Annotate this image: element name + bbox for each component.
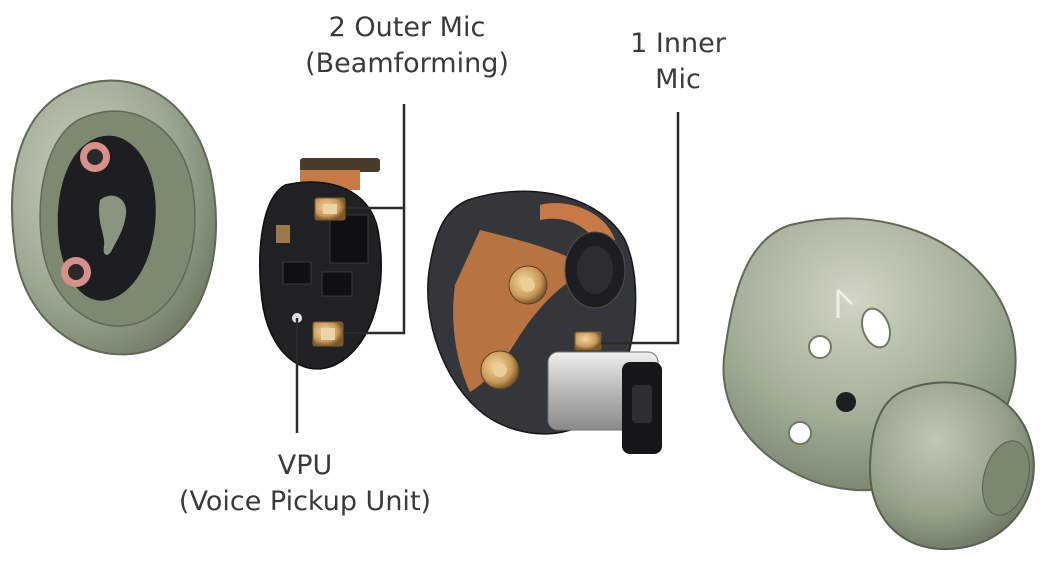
- gold-contact-lower: [480, 350, 520, 390]
- inner-mic-label-line1: 1 Inner: [630, 28, 726, 59]
- outer-mic-label-line2: (Beamforming): [305, 48, 509, 79]
- earbud-mic-hole-bottom: [788, 421, 812, 445]
- shell-mic-port-bottom: [61, 257, 91, 287]
- inner-mic-chip: [574, 331, 602, 351]
- assembled-earbud: [722, 217, 1035, 551]
- outer-mic-bottom-leader-line: [344, 104, 406, 335]
- vpu-label-line2: (Voice Pickup Unit): [178, 486, 432, 517]
- ear-tip: [868, 381, 1035, 551]
- earbud-sensor-dot: [836, 392, 856, 412]
- vpu-label: VPU (Voice Pickup Unit): [150, 448, 460, 520]
- earbud-mic-hole-top: [860, 307, 892, 349]
- inner-mic-label: 1 Inner Mic: [598, 26, 758, 98]
- gold-contact-upper: [508, 265, 548, 305]
- inner-mic-leader-line: [601, 112, 680, 345]
- driver-unit: [564, 231, 626, 309]
- earbud-mic-hole-mid: [808, 335, 832, 359]
- vpu-label-line1: VPU: [277, 450, 333, 481]
- shell-mic-port-top: [80, 142, 110, 172]
- battery-cell: [547, 351, 662, 454]
- circuit-board: [259, 158, 382, 370]
- outer-mic-label: 2 Outer Mic (Beamforming): [262, 10, 552, 82]
- outer-mic-label-line1: 2 Outer Mic: [328, 12, 486, 43]
- inner-mic-label-line2: Mic: [655, 64, 701, 95]
- core-module: [427, 190, 662, 454]
- outer-shell-half: [11, 79, 217, 356]
- outer-mic-top-chip: [314, 197, 346, 221]
- outer-mic-bottom-chip: [312, 321, 344, 347]
